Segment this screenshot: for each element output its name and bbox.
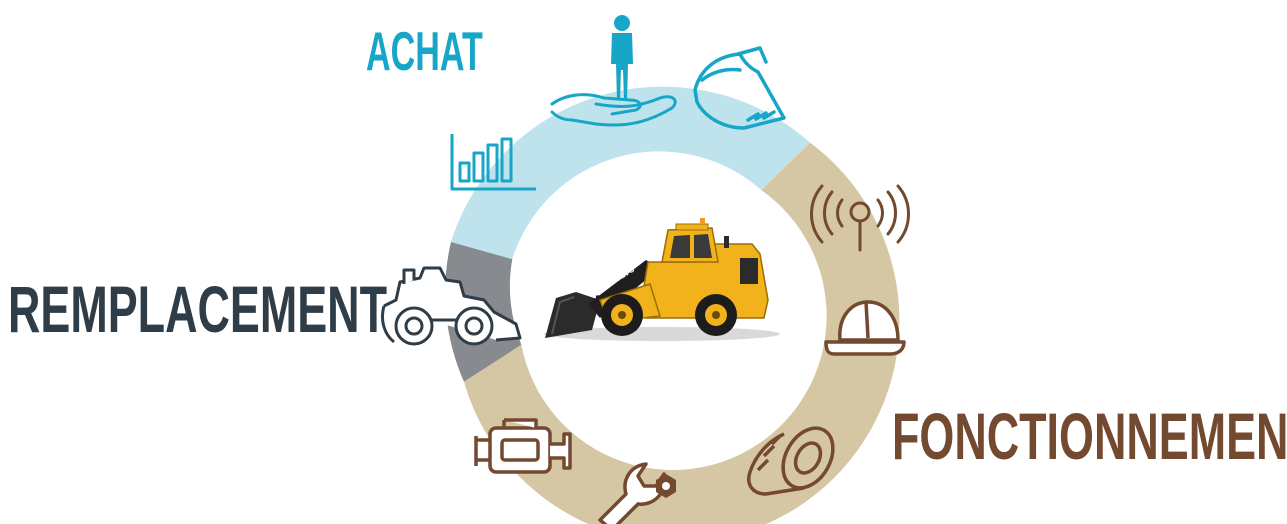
hard-hat-icon bbox=[824, 300, 906, 356]
bar-chart-icon bbox=[450, 134, 536, 191]
wheel-loader-outline-icon bbox=[380, 266, 522, 346]
ring-segment-achat bbox=[450, 86, 811, 260]
bucket-icon bbox=[693, 46, 786, 130]
label-achat: ACHAT bbox=[366, 20, 483, 82]
wheel-loader-illustration: VOLVO bbox=[544, 218, 780, 341]
radio-signal-icon bbox=[810, 184, 910, 252]
label-remplacement: REMPLACEMENT bbox=[8, 272, 387, 346]
ring-segment-fonctionnement bbox=[463, 142, 900, 524]
tire-icon bbox=[747, 426, 835, 496]
label-fonctionnement: FONCTIONNEMENT bbox=[892, 399, 1287, 473]
wrench-icon bbox=[598, 462, 676, 524]
person-on-hand-icon bbox=[550, 15, 677, 127]
engine-icon bbox=[474, 418, 572, 474]
